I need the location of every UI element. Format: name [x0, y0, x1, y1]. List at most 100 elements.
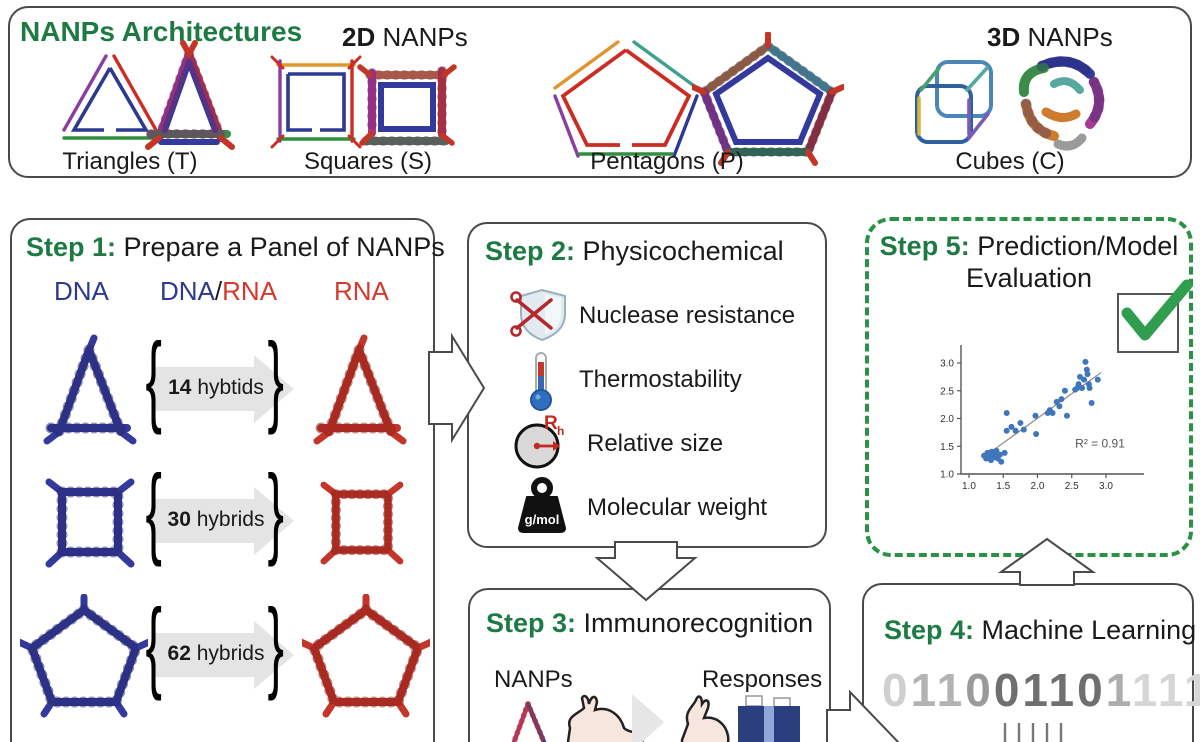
open-brace: { [145, 322, 162, 437]
step2-panel: Step 2: Physicochemical Nuclease resista… [467, 222, 827, 548]
hybrid-count-label: 30 hybrids [160, 508, 272, 532]
weight-icon: g/mol [518, 477, 566, 533]
column-dna-rna: DNA/RNA [160, 276, 277, 307]
step1-title: Step 1: Prepare a Panel of NANPs [26, 232, 445, 263]
checkmark-icon [1121, 279, 1193, 341]
hybrid-word: hybtids [197, 376, 264, 399]
cube-render-icon [1018, 56, 1105, 151]
triangles-label: Triangles (T) [62, 148, 198, 175]
thermometer-icon [530, 352, 552, 411]
dna-triangle-icon [43, 334, 137, 445]
cubes-label: Cubes (C) [955, 148, 1065, 175]
label-2d-rest: NANPs [375, 22, 468, 52]
thermostability-label: Thermostability [579, 366, 742, 393]
step3-title-prefix: Step 3: [486, 608, 577, 638]
hydrodynamic-radius-icon: R h [514, 413, 564, 469]
cube-wireframe-icon [915, 60, 993, 144]
close-brace: } [267, 322, 284, 437]
radius-r-text: R [544, 413, 558, 434]
architectures-title: NANPs Architectures [20, 16, 303, 47]
dna-pentagon-icon [20, 594, 148, 718]
svg-text:1.0: 1.0 [962, 481, 976, 492]
step3-title-rest: Immunorecognition [576, 608, 814, 638]
binary-digit: 1 [1022, 664, 1049, 716]
nuclease-resistance-label: Nuclease resistance [579, 302, 796, 329]
binary-digit: 0 [993, 664, 1023, 716]
binary-digit: 1 [1105, 664, 1132, 716]
molecular-weight-label: Molecular weight [587, 494, 768, 521]
step5-title: Step 5: Prediction/Model Evaluation [869, 231, 1189, 295]
hybrid-count: 62 [167, 642, 191, 665]
step4-title: Step 4: Machine Learning [884, 615, 1196, 646]
nanps-label: NANPs [494, 666, 573, 693]
open-brace: { [145, 588, 162, 703]
binary-ticks [1003, 723, 1063, 742]
binary-digit: 1 [1131, 664, 1158, 716]
svg-text:3.0: 3.0 [1099, 481, 1113, 492]
nanp-triangle-icon [511, 701, 547, 742]
dna-square-icon [45, 478, 135, 568]
immune-cell-icon [566, 694, 644, 742]
squares-label: Squares (S) [303, 148, 433, 175]
label-3d-nanps: 3D NANPs [987, 22, 1113, 53]
binary-digit: 1 [1157, 664, 1184, 716]
hybrid-count-label: 14 hybtids [160, 376, 272, 400]
rna-pentagon-icon [302, 594, 430, 718]
step4-title-rest: Machine Learning [974, 615, 1197, 645]
hybrid-count-label: 62 hybrids [160, 642, 272, 666]
step4-panel: Step 4: Machine Learning 011001101111 [862, 583, 1200, 742]
gmol-text: g/mol [525, 512, 560, 527]
step1-title-rest: Prepare a Panel of NANPs [116, 232, 445, 262]
step3-title: Step 3: Immunorecognition [486, 608, 813, 639]
binary-digit: 1 [1048, 664, 1078, 716]
svg-text:1.0: 1.0 [940, 470, 954, 481]
close-brace: } [267, 454, 284, 569]
r-squared-annotation: R² = 0.91 [1075, 436, 1125, 450]
rna-triangle-icon [313, 334, 407, 445]
binary-digit: 1 [1183, 664, 1200, 716]
responses-label: Responses [702, 666, 823, 693]
hybrid-arrow [152, 355, 294, 423]
step1-row-triangles: { } 14 hybtids [12, 323, 433, 458]
hybrid-arrow [152, 487, 294, 555]
rna-square-icon [320, 481, 404, 565]
square-render-icon [357, 64, 457, 146]
open-brace: { [145, 454, 162, 569]
label-2d-bold: 2D [342, 22, 376, 52]
triangle-schematic-icon [62, 54, 158, 140]
column-rna: RNA [334, 276, 389, 306]
label-3d-bold: 3D [987, 22, 1021, 52]
step2-title: Step 2: Physicochemical [485, 236, 784, 267]
step5-title-prefix: Step 5: [879, 231, 970, 261]
triangle-render-icon [145, 40, 235, 150]
step4-title-prefix: Step 4: [884, 615, 975, 645]
column-hybrid-rna: RNA [222, 276, 278, 306]
label-2d-nanps: 2D NANPs [342, 22, 468, 53]
svg-text:2.0: 2.0 [1031, 481, 1045, 492]
svg-text:1.5: 1.5 [940, 442, 954, 453]
hybrid-count: 30 [167, 508, 191, 531]
svg-text:2.5: 2.5 [1065, 481, 1079, 492]
svg-text:1.5: 1.5 [996, 481, 1010, 492]
step1-row-pentagons: { } 62 hybrids [12, 589, 433, 732]
radius-h-text: h [557, 424, 564, 438]
binary-digit: 1 [936, 664, 966, 716]
svg-text:3.0: 3.0 [940, 359, 954, 370]
immune-cell-icon [680, 695, 730, 742]
step5-panel: Step 5: Prediction/Model Evaluation 1.0 1… [865, 217, 1193, 557]
step1-panel: Step 1: Prepare a Panel of NANPs DNA DNA… [10, 218, 445, 742]
step2-title-rest: Physicochemical [575, 236, 784, 266]
gray-wedge-arrow [632, 694, 664, 742]
scissors-shield-icon [510, 288, 566, 342]
hybrid-word: hybrids [196, 508, 265, 531]
pentagon-schematic-icon [553, 40, 699, 158]
pentagon-render-icon [692, 32, 844, 166]
immunorecognition-art [511, 694, 800, 742]
response-bars-icon [738, 695, 800, 742]
pentagons-label: Pentagons (P) [590, 148, 744, 175]
hybrid-count: 14 [168, 376, 192, 399]
architectures-panel: NANPs Architectures 2D NANPs 3D NANPs Tr… [8, 6, 1192, 178]
column-hybrid-slash: / [214, 276, 223, 306]
